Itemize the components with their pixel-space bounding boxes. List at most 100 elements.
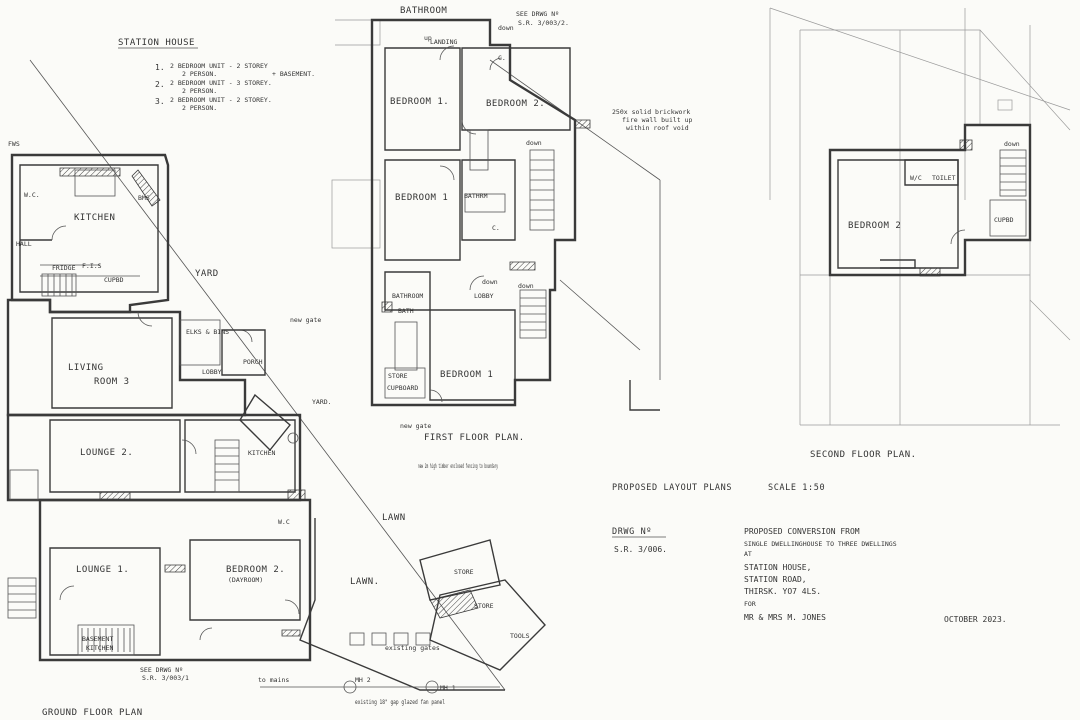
wall-ff-bathroom-mid (461, 159, 516, 241)
desc-line-7: FOR (744, 600, 756, 608)
sheet-info-block: PROPOSED LAYOUT PLANS SCALE 1:50 DRWG Nº… (612, 483, 1007, 624)
drwg-no-label: DRWG Nº (612, 527, 652, 537)
ff-stair-2 (519, 289, 547, 339)
label-fridge: FRIDGE (52, 264, 76, 272)
ground-floor-plan: KITCHEN W.C. HALL FRIDGE F.I.S BMS CUPBD… (6, 59, 546, 718)
ff-note-down-2: down (526, 139, 542, 147)
ff-label-bathrm: BATHRM (464, 192, 488, 200)
wall-lounge-2 (6, 413, 302, 502)
note-to-mains: to mains (258, 676, 289, 684)
sf-label-wc: W/C (910, 174, 922, 182)
unit-2-sub: 2 PERSON. (182, 87, 217, 95)
unit-1-sub: 2 PERSON. (182, 70, 217, 78)
ff-note-brickwork-b: fire wall built up (622, 116, 693, 124)
desc-line-4: STATION HOUSE, (744, 563, 811, 572)
wall-ff-bedroom-1-top (384, 47, 461, 151)
label-bedroom-2: BEDROOM 2. (226, 565, 285, 575)
label-yard-2: YARD. (312, 398, 332, 406)
sf-label-toilet: TOILET (932, 174, 956, 182)
label-wc-2: W.C (278, 518, 290, 526)
note-see-drwg-b: S.R. 3/003/1 (142, 674, 189, 682)
label-basement: BASEMENT (82, 635, 113, 643)
label-tools: TOOLS (510, 632, 530, 640)
ground-floor-title: GROUND FLOOR PLAN (42, 708, 143, 718)
label-lounge-1: LOUNGE 1. (76, 565, 129, 575)
sf-cupbd-box (989, 199, 1027, 237)
unit-2-num: 2. (155, 80, 165, 89)
label-wc: W.C. (24, 191, 40, 199)
desc-line-1: PROPOSED CONVERSION FROM (744, 527, 860, 536)
unit-3-sub: 2 PERSON. (182, 104, 217, 112)
unit-1-num: 1. (155, 63, 165, 72)
door-swings-first (429, 45, 503, 403)
ff-label-bedroom-1-low: BEDROOM 1 (440, 370, 493, 380)
ff-note-down-3: down (518, 282, 534, 290)
scale-text: SCALE 1:50 (768, 483, 825, 493)
project-name: STATION HOUSE (118, 38, 195, 48)
label-fis: F.I.S (82, 262, 102, 270)
label-yard-1: YARD (195, 269, 219, 279)
elks-bins-area (179, 319, 221, 366)
ff-label-bedroom-1-top: BEDROOM 1. (390, 97, 449, 107)
steps-pavers (349, 632, 431, 646)
desc-line-2: SINGLE DWELLINGHOUSE TO THREE DWELLINGS (744, 540, 897, 548)
label-kitchen: KITCHEN (74, 213, 115, 223)
wall-ff-bedroom-1-low (429, 309, 516, 401)
desc-line-6: THIRSK. YO7 4LS. (744, 587, 821, 596)
label-hall: HALL (16, 240, 32, 248)
ff-note-see-drwg-b: S.R. 3/003/2. (518, 19, 569, 27)
second-floor-title: SECOND FLOOR PLAN. (810, 450, 917, 460)
ff-note-see-drwg-a: SEE DRWG Nº (516, 10, 559, 18)
unit-schedule: STATION HOUSE 1. 2 BEDROOM UNIT - 2 STOR… (118, 38, 315, 112)
ground-stair-1 (41, 273, 77, 297)
label-lounge-2: LOUNGE 2. (80, 448, 133, 458)
label-lobby: LOBBY (202, 368, 222, 376)
wall-ff-bedroom-2-top (461, 47, 571, 131)
wall-first-floor-outer (370, 18, 577, 407)
label-cupbd: CUPBD (104, 276, 124, 284)
desc-line-3: AT (744, 550, 752, 558)
sf-label-bedroom-2: BEDROOM 2 (848, 221, 901, 231)
note-new-gate-1: new gate (290, 316, 321, 324)
label-bms: BMS (138, 194, 150, 202)
unit-1-sub2: + BASEMENT. (272, 70, 315, 78)
label-porch: PORCH (243, 358, 263, 366)
layout-title: PROPOSED LAYOUT PLANS (612, 483, 732, 493)
sheet-date: OCTOBER 2023. (944, 615, 1007, 624)
unit-1-desc: 2 BEDROOM UNIT - 2 STOREY (170, 62, 268, 70)
basement-kitchen-box (77, 624, 135, 656)
ff-note-up: up (424, 34, 432, 42)
ff-label-bathroom-top: BATHROOM (400, 6, 447, 16)
ground-stair-2 (214, 439, 240, 493)
first-floor-title: FIRST FLOOR PLAN. (424, 433, 525, 443)
ff-stair-1 (529, 149, 555, 231)
unit-2-desc: 2 BEDROOM UNIT - 3 STOREY. (170, 79, 272, 87)
label-store-2: STORE (474, 602, 494, 610)
ff-bath-tub-mid (464, 193, 506, 213)
store-2-outline (429, 579, 546, 671)
ff-label-lobby: LOBBY (474, 292, 494, 300)
wall-living-room-3 (6, 298, 247, 417)
ground-stair-3 (7, 577, 37, 619)
wall-lounge-1 (49, 547, 161, 656)
desc-line-8: MR & MRS M. JONES (744, 613, 826, 622)
bay-hatch (131, 169, 161, 207)
wall-kitchen-inner (19, 164, 159, 293)
label-basement-kitchen: KITCHEN (86, 644, 113, 652)
label-store-1: STORE (454, 568, 474, 576)
label-room-3: ROOM 3 (94, 377, 130, 387)
desc-line-5: STATION ROAD, (744, 575, 807, 584)
ff-label-landing: LANDING (430, 38, 457, 46)
unit-3-num: 3. (155, 97, 165, 106)
store-1-outline (419, 539, 501, 601)
label-lawn-1: LAWN (382, 513, 406, 523)
second-floor-plan: BEDROOM 2 W/C TOILET CUPBD down SECOND F… (769, 7, 1071, 460)
label-living: LIVING (68, 363, 104, 373)
sf-label-cupbd: CUPBD (994, 216, 1014, 224)
ff-label-bathroom-low: BATHROOM (392, 292, 423, 300)
unit-3-desc: 2 BEDROOM UNIT - 2 STOREY. (170, 96, 272, 104)
ff-label-bath: BATH (398, 307, 414, 315)
ff-label-bedroom-1-mid: BEDROOM 1 (395, 193, 448, 203)
ff-note-brickwork-c: within roof void (626, 124, 689, 132)
